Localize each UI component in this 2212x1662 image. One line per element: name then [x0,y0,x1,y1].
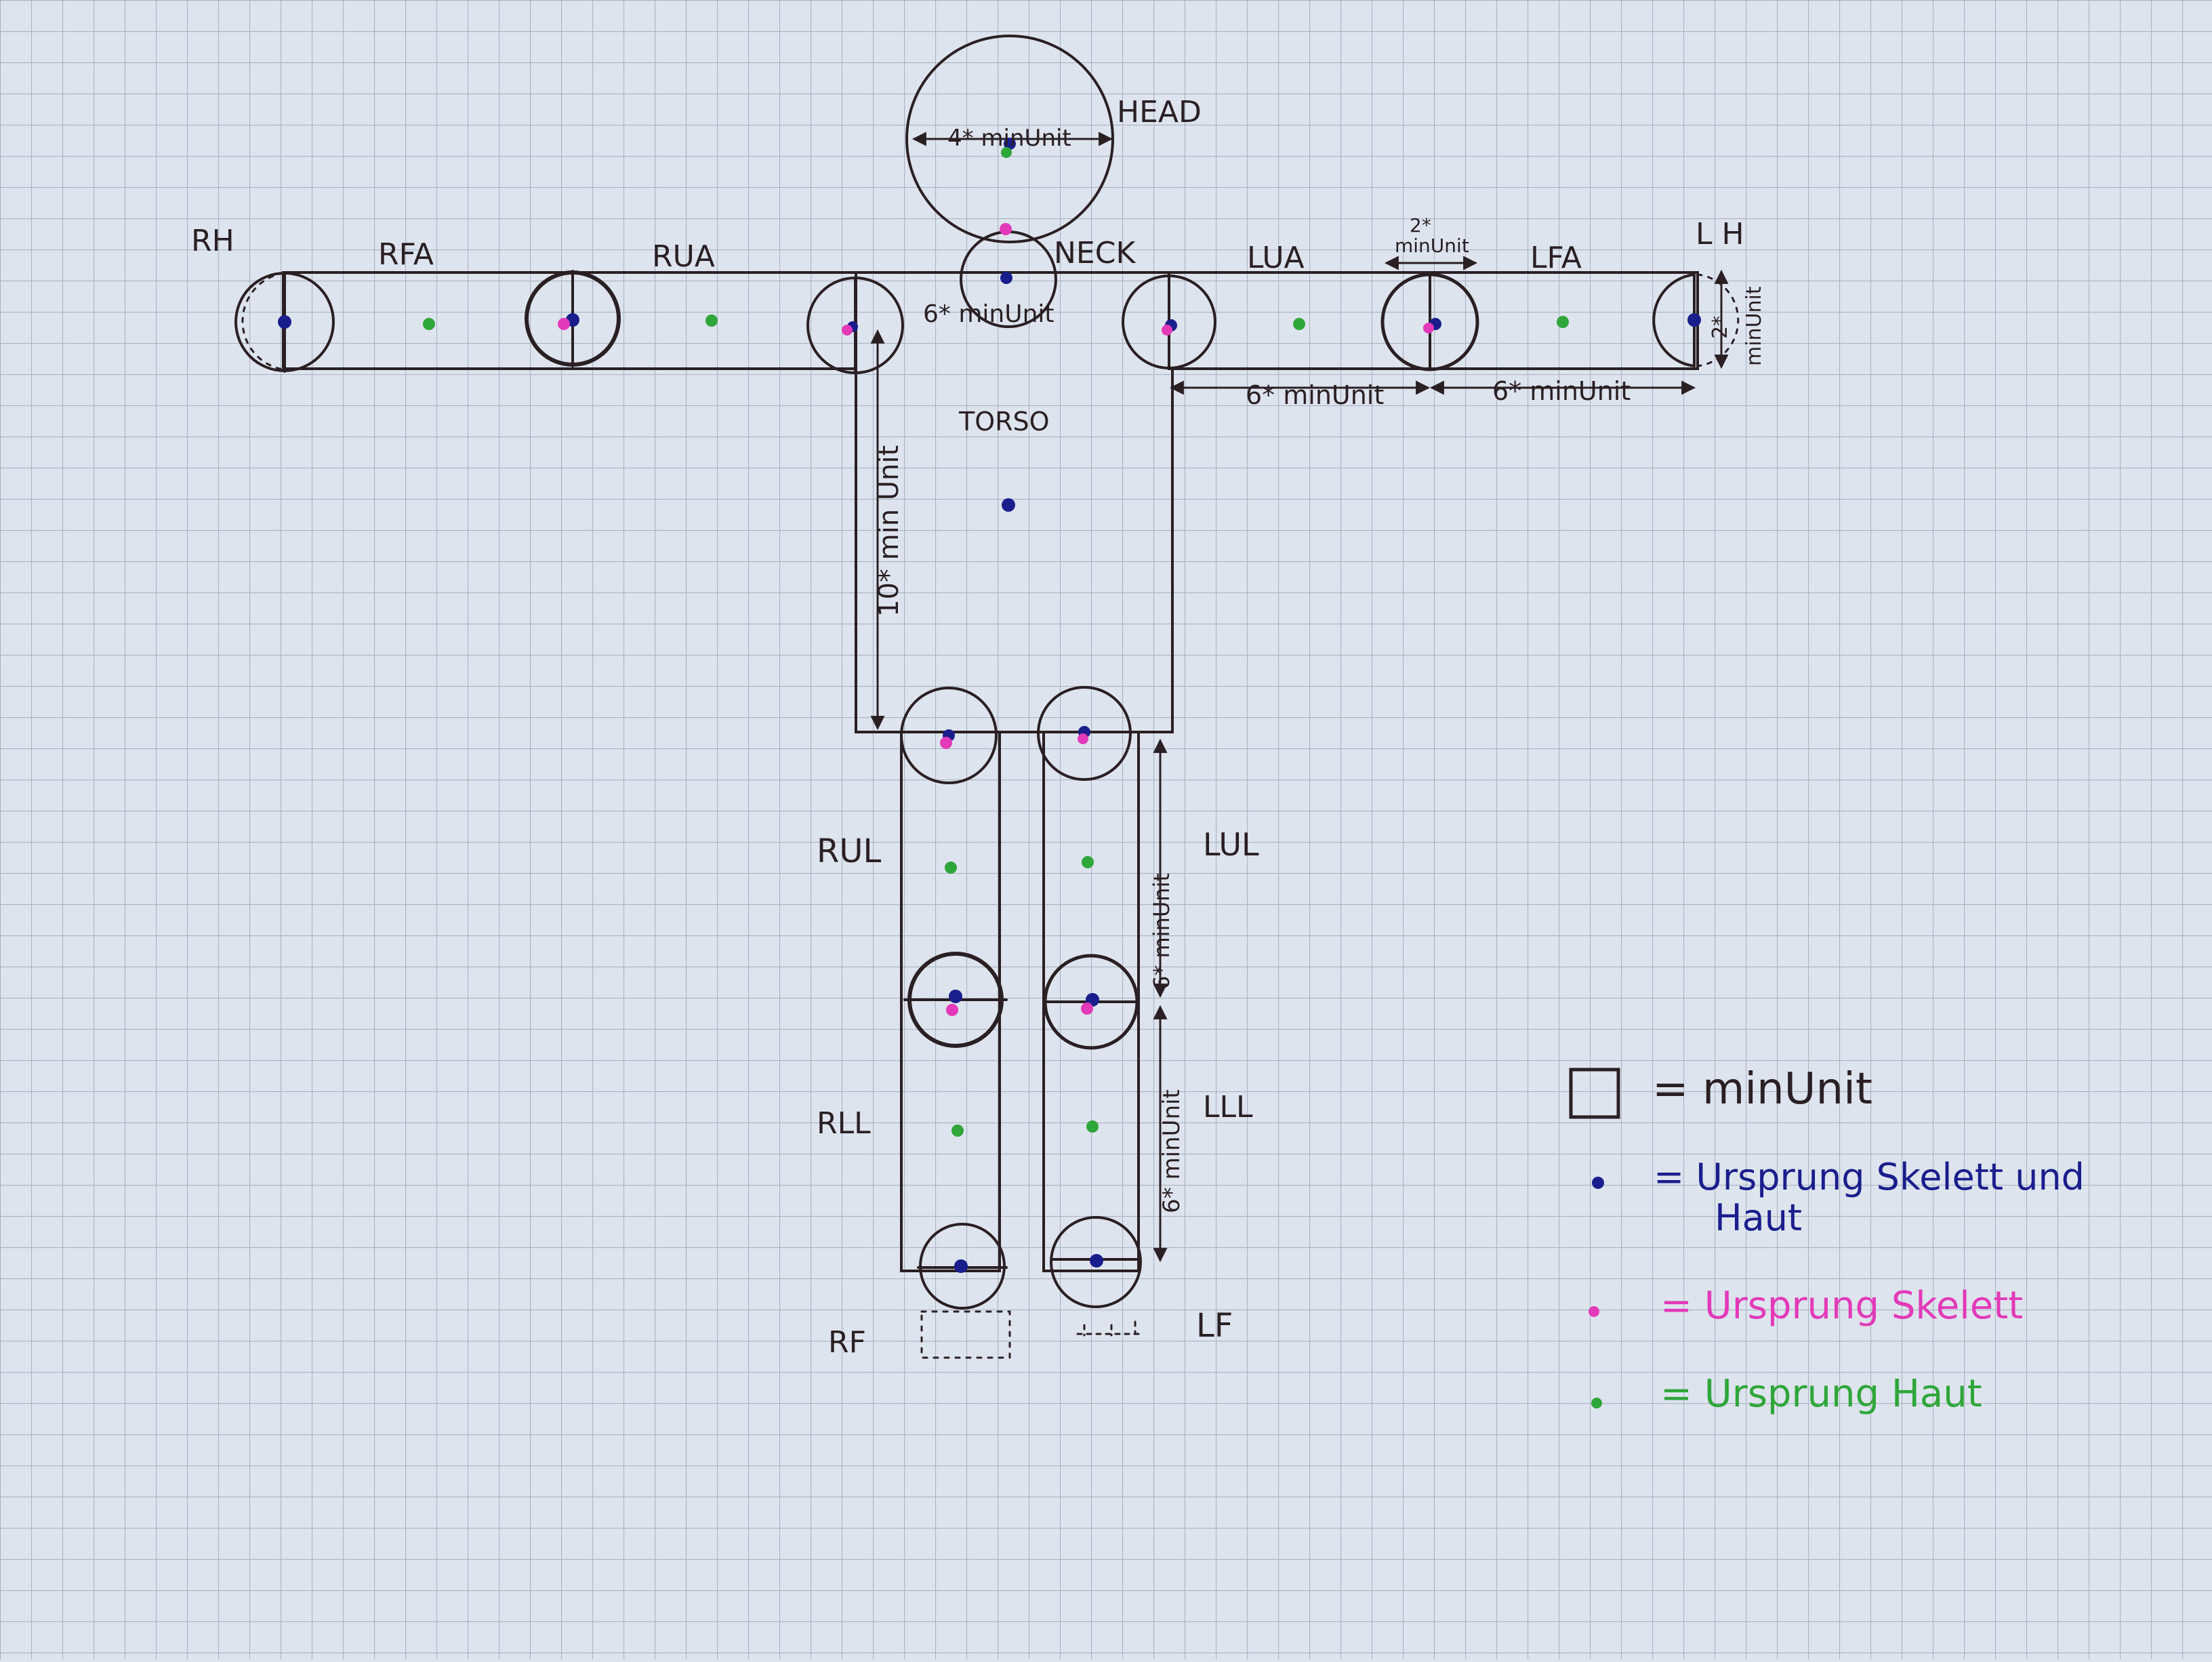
label-rua: RUA [652,239,715,274]
dim-elbow-1: 2* [1410,214,1431,237]
label-lll: LLL [1203,1090,1253,1124]
label-torso: TORSO [958,407,1050,437]
label-lua: LUA [1247,241,1305,275]
legend-pink-dot [1589,1306,1599,1317]
label-rf: RF [828,1325,866,1360]
label-neck: NECK [1054,236,1136,270]
right-hip-joint [900,687,998,784]
left-hand-joint [1652,273,1696,367]
rul-green-dot [945,862,957,874]
right-hand-dotted [241,272,285,371]
left-shoulder-joint [1122,275,1216,369]
legend-blue-dot [1592,1177,1604,1189]
label-head: HEAD [1117,95,1202,129]
torso-outline [855,367,1174,733]
le-pink-dot [1423,323,1434,333]
legend-square-icon [1569,1068,1620,1119]
torso-origin-dot [1002,498,1015,512]
lul-green-dot [1082,856,1094,868]
head-origin-dot [1004,138,1016,150]
lankle-origin-dot [1090,1254,1103,1268]
label-rfa: RFA [378,237,434,272]
legend-blue-text-1: = Ursprung Skelett und [1654,1156,2085,1198]
dim-forearm: 6* minUnit [1492,376,1631,406]
head-green-dot [1001,147,1012,158]
legend: = minUnit = Ursprung Skelett und Haut = … [1569,1064,2085,1416]
left-hip-joint [1037,686,1132,781]
rh-origin-dot [278,315,291,329]
label-lf: LF [1196,1307,1233,1345]
lknee-pink-dot [1081,1002,1093,1015]
rfa-green-dot [423,318,435,330]
lll-green-dot [1086,1120,1099,1133]
legend-blue-text-2: Haut [1715,1196,1802,1239]
rknee-origin-dot [949,990,962,1003]
label-rll: RLL [817,1106,871,1141]
label-rul: RUL [817,832,881,870]
rankle-origin-dot [954,1259,968,1273]
dim-neck: 6* minUnit [923,300,1054,328]
label-lul: LUL [1203,826,1259,863]
left-hand-dotted [1696,273,1740,367]
neck-origin-dot [1000,272,1012,284]
dim-hand-2: minUnit [1742,286,1766,366]
ls-pink-dot [1162,325,1172,336]
label-lh: L H [1696,217,1744,251]
legend-pink-text: = Ursprung Skelett [1660,1284,2023,1328]
left-foot-dotted [1076,1320,1140,1337]
dim-elbow-2: minUnit [1395,235,1469,257]
rknee-pink-dot [946,1004,958,1016]
dim-torso: 10* min Unit [874,445,905,617]
lh-origin-dot [1687,313,1701,327]
label-lfa: LFA [1530,241,1582,275]
lfa-green-dot [1557,316,1569,328]
rhip-pink-dot [940,737,952,749]
right-foot-dotted [920,1310,1011,1359]
dim-upper-leg: 6* minUnit [1149,873,1174,990]
dim-hand-1: 2* [1708,316,1732,339]
left-ankle-joint [1050,1216,1142,1308]
dim-upper-arm: 6* minUnit [1246,380,1384,410]
legend-green-text: = Ursprung Haut [1660,1372,1982,1416]
neck-pink-dot [1000,223,1012,235]
re-pink-dot [558,318,570,330]
lua-green-dot [1293,318,1305,330]
dim-head-width: 4* minUnit [947,125,1071,152]
dim-lower-leg: 6* minUnit [1158,1089,1185,1213]
legend-green-dot [1591,1398,1602,1408]
rs-pink-dot [842,325,853,336]
rua-green-dot [705,315,718,327]
label-rh: RH [191,224,234,258]
lhip-pink-dot [1078,733,1088,744]
rll-green-dot [951,1124,964,1137]
legend-square-text: = minUnit [1652,1064,1872,1114]
